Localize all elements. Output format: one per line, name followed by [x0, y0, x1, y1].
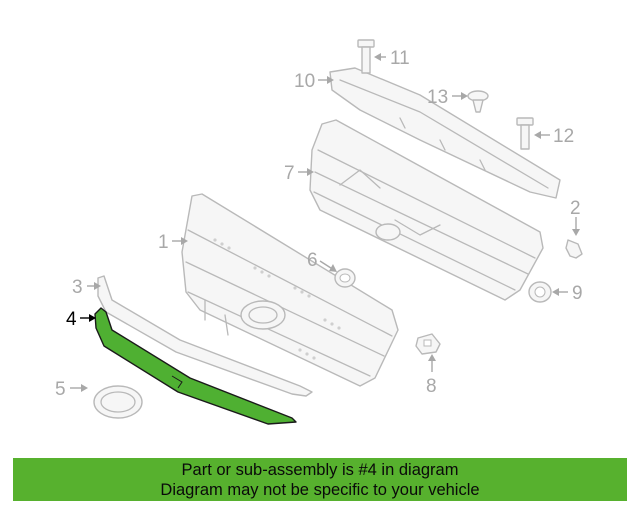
callout-10[interactable]: 10 — [294, 71, 315, 92]
part-12-bolt[interactable] — [516, 117, 534, 150]
banner-line-1: Part or sub-assembly is #4 in diagram — [181, 461, 459, 479]
callout-5[interactable]: 5 — [55, 379, 66, 400]
callout-4[interactable]: 4 — [66, 309, 77, 330]
callout-11[interactable]: 11 — [390, 48, 410, 69]
callout-8[interactable]: 8 — [426, 376, 437, 397]
part-10-upper-support[interactable] — [329, 67, 561, 199]
banner-line-2: Diagram may not be specific to your vehi… — [160, 481, 480, 499]
callouts: 11 10 13 12 7 2 1 6 3 9 4 8 5 — [55, 48, 583, 400]
part-13-push-pin[interactable] — [467, 90, 489, 113]
part-2-clip[interactable] — [565, 239, 583, 259]
callout-3[interactable]: 3 — [72, 277, 83, 298]
part-1-grille-assembly[interactable] — [181, 193, 399, 387]
part-7-inner-grille[interactable] — [309, 119, 544, 301]
part-3-molding[interactable] — [97, 275, 313, 397]
part-9-grommet[interactable] — [528, 281, 552, 303]
callout-1[interactable]: 1 — [158, 232, 169, 253]
part-5-emblem[interactable] — [93, 385, 143, 419]
callout-12[interactable]: 12 — [553, 126, 574, 147]
callout-13[interactable]: 13 — [427, 87, 448, 108]
info-banner: Part or sub-assembly is #4 in diagram Di… — [13, 458, 627, 501]
callout-9[interactable]: 9 — [572, 283, 583, 304]
part-6-grommet[interactable] — [334, 268, 356, 288]
callout-6[interactable]: 6 — [307, 250, 318, 271]
callout-7[interactable]: 7 — [284, 163, 295, 184]
part-4-highlighted-molding[interactable] — [94, 307, 297, 425]
callout-2[interactable]: 2 — [570, 198, 581, 219]
leader-lines — [70, 53, 580, 392]
part-8-bracket[interactable] — [415, 333, 441, 355]
part-11-bolt[interactable] — [357, 39, 375, 74]
parts-diagram: 11 10 13 12 7 2 1 6 3 9 4 8 5 — [55, 39, 583, 425]
